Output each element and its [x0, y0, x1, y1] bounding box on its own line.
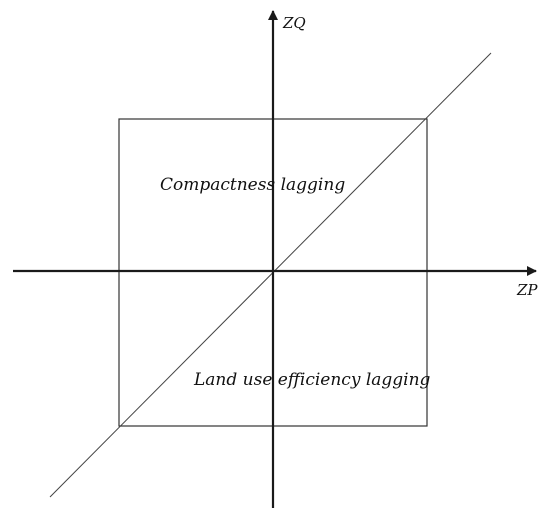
zp-axis-label: ZP: [516, 281, 538, 299]
diagonal-line: [49, 52, 492, 498]
upper-region-label: Compactness lagging: [160, 175, 345, 195]
lower-region-label: Land use efficiency lagging: [193, 370, 431, 390]
zq-axis-label: ZQ: [282, 14, 306, 32]
